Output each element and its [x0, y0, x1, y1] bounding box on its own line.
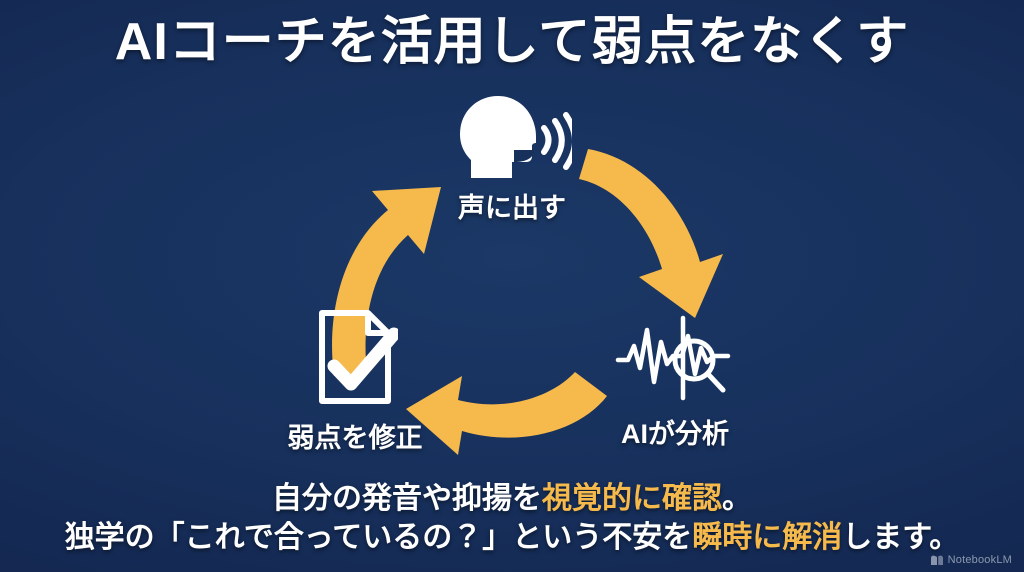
speaking-head-icon: [460, 96, 572, 178]
cycle-node-analyze[interactable]: AIが分析: [560, 312, 790, 451]
page-title: AIコーチを活用して弱点をなくす: [114, 13, 910, 71]
cycle-diagram: 声に出す AIが分析: [0, 86, 1024, 476]
cycle-node-speak-label: 声に出す: [458, 193, 566, 223]
caption-line-2-highlight: 瞬時に解消: [692, 521, 843, 555]
arrow-speak-to-analyze: [579, 149, 723, 318]
waveform-magnifier-icon: [615, 315, 731, 401]
caption-line-1-plain-start: 自分の発音や抑揚を: [272, 481, 542, 515]
caption-line-1-plain-end: 。: [722, 481, 752, 515]
caption-line-2-plain-start: 独学の「これで合っているの？」という不安を: [64, 521, 693, 555]
notebooklm-watermark: NotebookLM: [930, 554, 1012, 566]
arrow-fix-to-speak: [332, 187, 441, 376]
cycle-node-speak[interactable]: 声に出す: [392, 94, 632, 225]
cycle-node-analyze-label: AIが分析: [621, 419, 729, 449]
notebooklm-watermark-label: NotebookLM: [947, 554, 1012, 566]
notebooklm-icon: [930, 555, 943, 565]
caption-line-2-plain-end: します。: [842, 521, 960, 555]
arrow-analyze-to-fix: [406, 372, 607, 455]
cycle-node-fix[interactable]: 弱点を修正: [240, 308, 470, 455]
cycle-arrows: [332, 149, 723, 455]
caption-line-1-highlight: 視覚的に確認: [542, 481, 722, 515]
caption-block: 自分の発音や抑揚を視覚的に確認。 独学の「これで合っているの？」という不安を瞬時…: [0, 479, 1024, 558]
caption-line-2: 独学の「これで合っているの？」という不安を瞬時に解消します。: [0, 518, 1024, 558]
document-checkmark-icon: [319, 310, 398, 404]
cycle-node-fix-label: 弱点を修正: [287, 423, 423, 453]
caption-line-1: 自分の発音や抑揚を視覚的に確認。: [0, 479, 1024, 519]
